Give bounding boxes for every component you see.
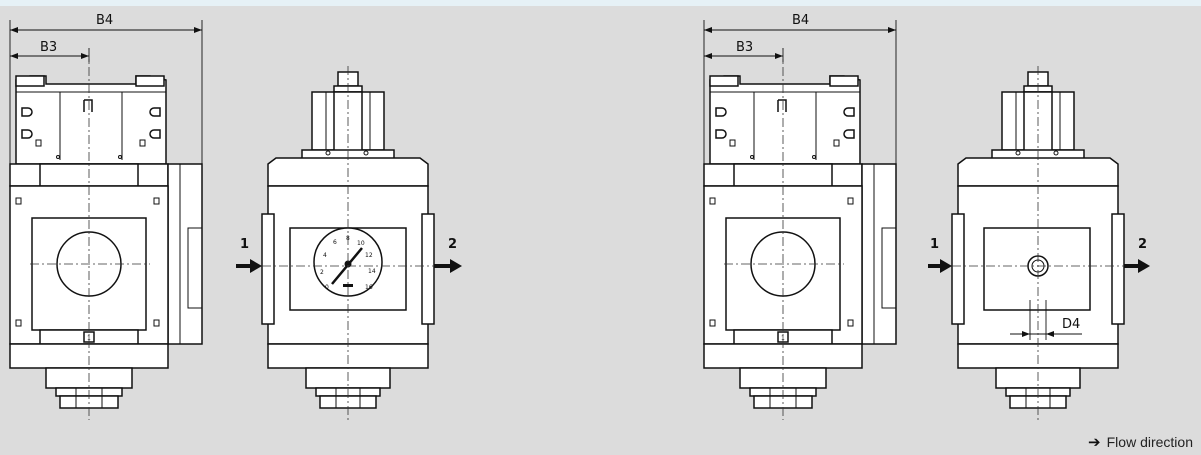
flow-direction-legend: ➔ Flow direction [1088, 433, 1193, 451]
svg-text:12: 12 [365, 252, 373, 259]
svg-text:10: 10 [357, 240, 365, 247]
svg-text:6: 6 [333, 239, 337, 246]
side-view-right: B4 B3 1 [703, 13, 897, 420]
outlet-port-label: 2 [448, 237, 457, 252]
front-view-gauge: 0 2 4 6 8 10 12 14 16 1 2 [236, 66, 462, 420]
dim-b3-label: B3 [40, 40, 57, 55]
svg-text:14: 14 [368, 268, 376, 275]
outlet-arrow-icon-2 [1138, 259, 1150, 273]
svg-text:0: 0 [325, 284, 329, 291]
inlet-arrow-icon [250, 259, 262, 273]
body-port-mark-2: 1 [781, 335, 785, 342]
dim-b4-label: B4 [96, 13, 113, 28]
inlet-arrow-icon-2 [940, 259, 952, 273]
svg-text:2: 2 [320, 269, 324, 276]
svg-text:4: 4 [323, 252, 327, 259]
arrow-right-icon: ➔ [1088, 433, 1101, 451]
body-port-mark: 1 [87, 335, 91, 342]
svg-text:16: 16 [365, 284, 373, 291]
outlet-port-label-2: 2 [1138, 237, 1147, 252]
dim-b4-label-2: B4 [792, 13, 809, 28]
flow-direction-text: Flow direction [1106, 434, 1193, 450]
dim-d4-label: D4 [1062, 317, 1080, 332]
outlet-arrow-icon [450, 259, 462, 273]
front-view-port: D4 1 2 [928, 66, 1150, 420]
inlet-port-label: 1 [240, 237, 249, 252]
side-view-left: B4 B3 1 [9, 13, 203, 420]
inlet-port-label-2: 1 [930, 237, 939, 252]
dim-b3-label-2: B3 [736, 40, 753, 55]
